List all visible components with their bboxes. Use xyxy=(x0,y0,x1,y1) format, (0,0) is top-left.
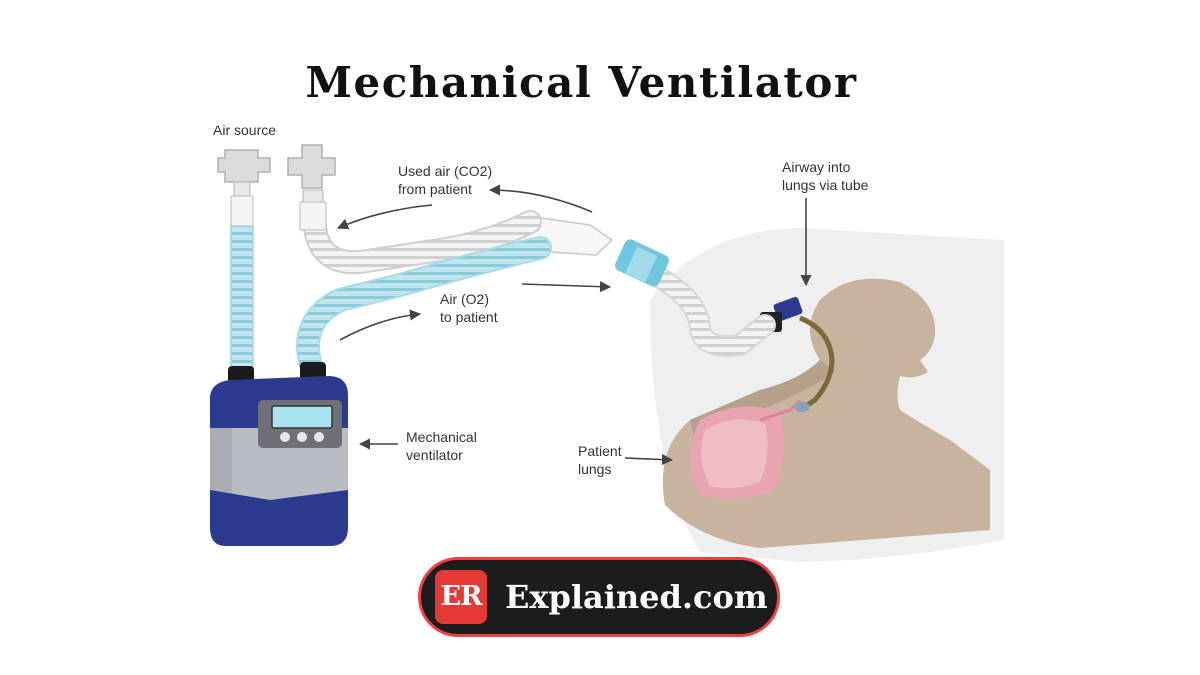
label-ventilator-line2: ventilator xyxy=(406,447,463,463)
label-used-air-line1: Used air (CO2) xyxy=(398,163,493,179)
exhaust-tube xyxy=(303,210,542,275)
oxygen-arrow xyxy=(521,281,612,293)
label-air-o2: Air (O2) to patient xyxy=(440,290,498,326)
label-airway-line2: lungs via tube xyxy=(782,177,869,193)
patient-circuit xyxy=(519,214,776,357)
brand-badge[interactable]: ER Explained.com xyxy=(418,557,780,637)
patient-lungs xyxy=(690,398,802,499)
label-airway-line1: Airway into xyxy=(782,159,851,175)
mechanical-ventilator-device xyxy=(210,362,348,546)
label-used-air-line2: from patient xyxy=(398,181,472,197)
label-used-air: Used air (CO2) from patient xyxy=(398,162,492,198)
brand-logo: ER xyxy=(435,570,487,624)
label-lungs-line1: Patient xyxy=(578,443,622,459)
label-airway: Airway into lungs via tube xyxy=(782,158,868,194)
label-patient-lungs: Patient lungs xyxy=(578,442,622,478)
used-air-arrow-2 xyxy=(336,204,433,230)
page-title: Mechanical Ventilator xyxy=(305,58,858,107)
exhaust-port-connector xyxy=(287,144,336,231)
label-air-o2-line2: to patient xyxy=(440,309,498,325)
lungs-arrow xyxy=(624,453,674,466)
label-air-source: Air source xyxy=(213,122,277,138)
label-mechanical-ventilator: Mechanical ventilator xyxy=(406,428,477,464)
label-ventilator-line1: Mechanical xyxy=(406,429,477,445)
label-lungs-line2: lungs xyxy=(578,461,612,477)
air-source-connector xyxy=(217,149,271,227)
brand-name: Explained.com xyxy=(505,578,768,616)
oxygen-arrow-2 xyxy=(339,309,422,341)
label-air-o2-line1: Air (O2) xyxy=(440,291,489,307)
used-air-arrow xyxy=(488,184,593,213)
oxygen-tube xyxy=(230,225,552,374)
